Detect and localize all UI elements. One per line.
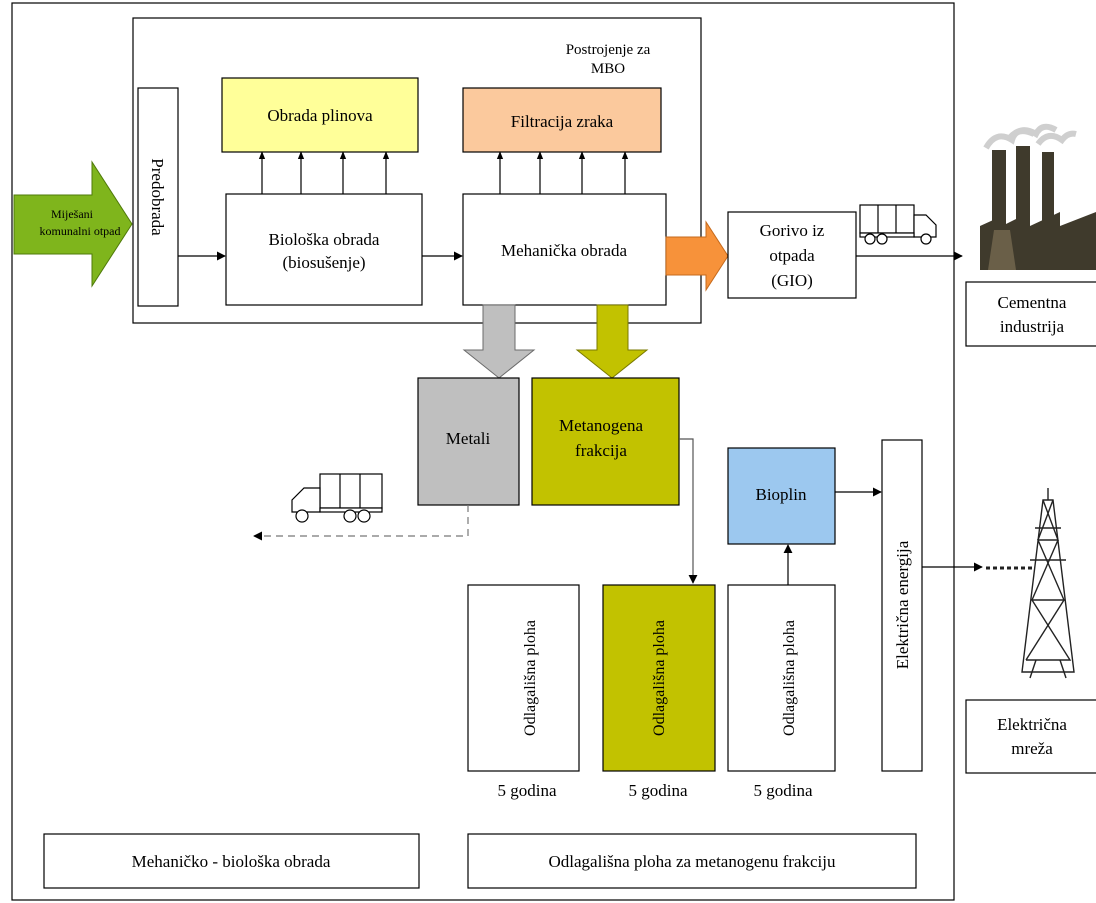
landfill-cell-1-label: Odlagališna ploha bbox=[522, 620, 539, 736]
methanogenic-label-line2: frakcija bbox=[575, 441, 627, 460]
input-arrow bbox=[13, 160, 133, 288]
footer-right-label: Odlagališna ploha za metanogenu frakciju bbox=[549, 852, 836, 871]
mechanical-treatment-box bbox=[462, 193, 667, 306]
biological-label-line1: Biološka obrada bbox=[269, 230, 380, 249]
factory-icon bbox=[980, 123, 1096, 270]
gas-treatment-box bbox=[221, 77, 419, 153]
biogas-box bbox=[727, 447, 836, 545]
landfill-cell-1 bbox=[467, 584, 580, 772]
rdf-box bbox=[727, 211, 857, 299]
air-filtration-label: Filtracija zraka bbox=[511, 112, 614, 131]
rdf-label-line2: otpada bbox=[769, 246, 815, 265]
power-pylon-icon bbox=[986, 488, 1075, 679]
truck-icon-left bbox=[291, 473, 383, 523]
arrow-methanogenic-to-landfill bbox=[679, 438, 698, 584]
rdf-arrow bbox=[665, 220, 729, 292]
landfill-cell-2 bbox=[602, 584, 716, 772]
electricity-box bbox=[881, 439, 923, 772]
electricity-label: Električna energija bbox=[893, 540, 912, 669]
grid-label-line1: Električna bbox=[997, 715, 1067, 734]
footer-left-label: Mehaničko - biološka obrada bbox=[132, 852, 331, 871]
metals-arrow bbox=[462, 304, 536, 379]
air-filtration-box bbox=[462, 87, 662, 153]
cement-industry-box bbox=[965, 281, 1096, 347]
rdf-label-line1: Gorivo iz bbox=[760, 221, 825, 240]
landfill-cell-3 bbox=[727, 584, 836, 772]
landfill-cell-2-years: 5 godina bbox=[628, 781, 687, 800]
mechanical-label: Mehanička obrada bbox=[501, 241, 627, 260]
gas-treatment-label: Obrada plinova bbox=[267, 106, 373, 125]
pretreatment-label: Predobrada bbox=[148, 158, 167, 236]
biogas-label: Bioplin bbox=[755, 485, 807, 504]
input-label-line1: Miješani bbox=[51, 207, 94, 221]
plant-frame bbox=[132, 17, 702, 324]
grid-box bbox=[965, 699, 1096, 774]
landfill-cell-3-label: Odlagališna ploha bbox=[781, 620, 798, 736]
rdf-label-line3: (GIO) bbox=[771, 271, 813, 290]
grid-label-line2: mreža bbox=[1011, 739, 1053, 758]
landfill-cell-3-years: 5 godina bbox=[753, 781, 812, 800]
plant-label-line2: MBO bbox=[591, 61, 625, 77]
biological-label-line2: (biosušenje) bbox=[282, 253, 365, 272]
biological-exhaust-arrows bbox=[258, 151, 390, 194]
methanogenic-arrow bbox=[575, 304, 649, 379]
main-frame bbox=[11, 2, 955, 901]
landfill-cell-2-label: Odlagališna ploha bbox=[651, 620, 668, 736]
footer-left-box bbox=[43, 833, 420, 889]
input-label-line2: komunalni otpad bbox=[40, 224, 121, 238]
mechanical-exhaust-arrows bbox=[496, 151, 629, 194]
biological-treatment-box bbox=[225, 193, 423, 306]
methanogenic-label-line1: Metanogena bbox=[559, 416, 643, 435]
cement-label-line2: industrija bbox=[1000, 317, 1065, 336]
plant-label-line1: Postrojenje za bbox=[566, 42, 651, 58]
methanogenic-box bbox=[531, 377, 680, 506]
cement-label-line1: Cementna bbox=[998, 293, 1067, 312]
metals-label: Metali bbox=[446, 429, 491, 448]
truck-icon bbox=[859, 204, 937, 245]
landfill-cell-1-years: 5 godina bbox=[497, 781, 556, 800]
footer-right-box bbox=[467, 833, 917, 889]
metals-output-dashed bbox=[253, 505, 469, 541]
pretreatment-box bbox=[137, 87, 179, 307]
